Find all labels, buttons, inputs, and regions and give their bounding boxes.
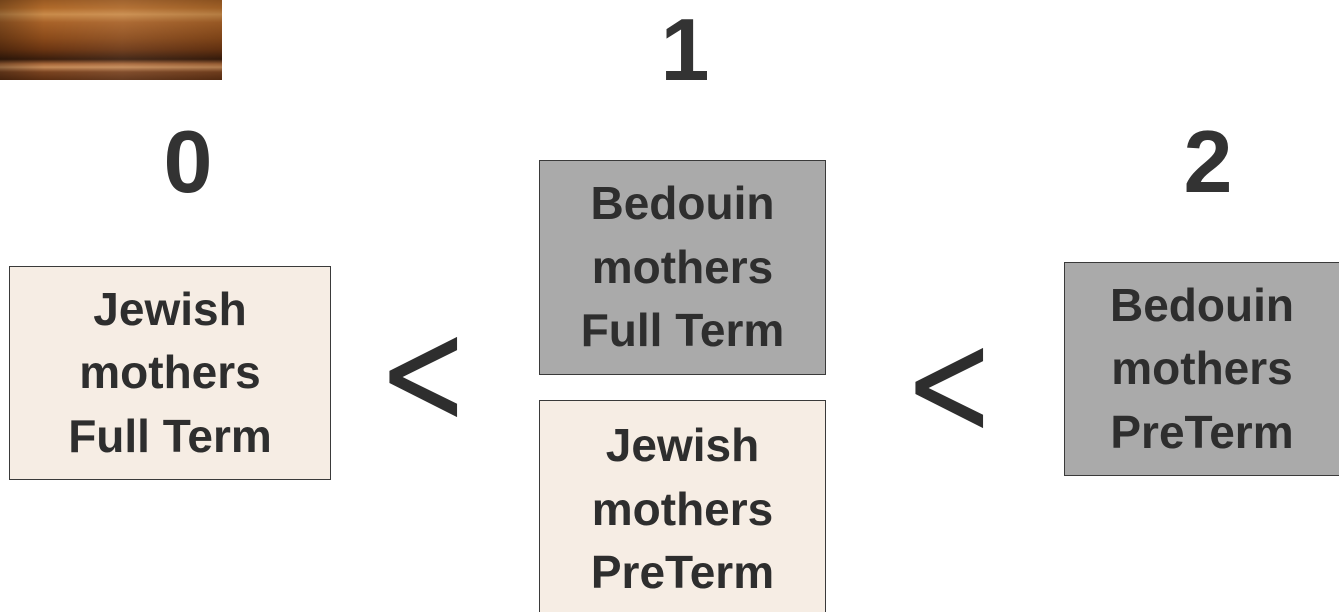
box-label: Jewish mothers PreTerm: [590, 419, 775, 599]
box-jewish-full-term: Jewish mothers Full Term: [9, 266, 331, 480]
rank-left: 0: [163, 112, 213, 211]
box-jewish-preterm: Jewish mothers PreTerm: [539, 400, 826, 612]
box-bedouin-full-term: Bedouin mothers Full Term: [539, 160, 826, 375]
cropped-photo: [0, 0, 222, 80]
rank-right: 2: [1183, 112, 1233, 211]
less-than-sign: <: [378, 286, 469, 460]
box-label: Jewish mothers Full Term: [68, 282, 272, 462]
box-label: Bedouin mothers Full Term: [580, 177, 785, 357]
rank-center: 1: [660, 0, 710, 99]
box-label: Bedouin mothers PreTerm: [1110, 278, 1294, 458]
less-than-sign: <: [904, 297, 995, 471]
box-bedouin-preterm: Bedouin mothers PreTerm: [1064, 262, 1339, 476]
